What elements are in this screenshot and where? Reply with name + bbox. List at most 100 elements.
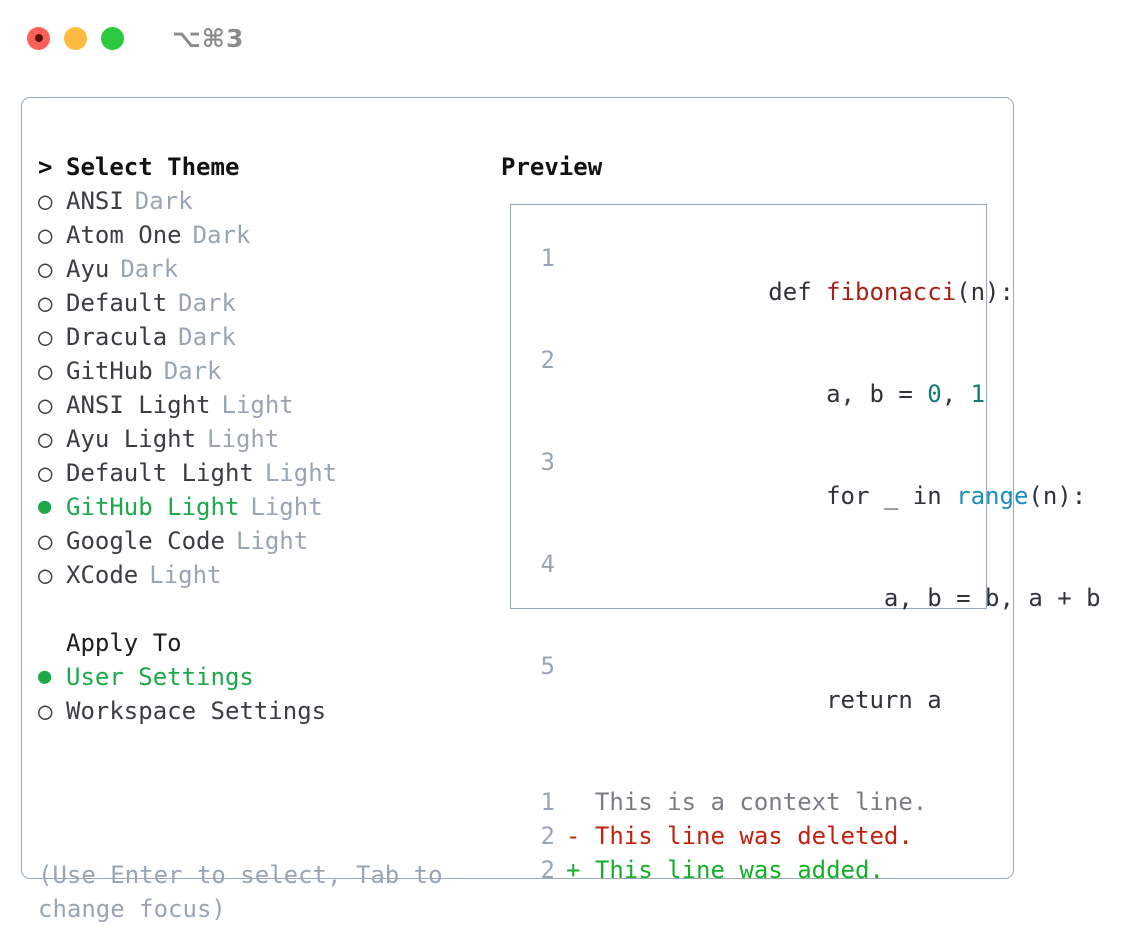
diff-line-text: This is a context line. — [566, 788, 928, 816]
line-number: 3 — [540, 448, 555, 476]
theme-variant-badge: Light — [207, 425, 280, 453]
window-titlebar: ⌥⌘3 — [0, 0, 1140, 76]
radio-unselected-icon[interactable]: ○ — [38, 255, 53, 283]
apply-to-option-label: Workspace Settings — [66, 697, 327, 725]
radio-unselected-icon[interactable]: ○ — [38, 527, 53, 555]
code-token-builtin: range — [956, 482, 1029, 510]
radio-unselected-icon[interactable]: ○ — [38, 221, 53, 249]
theme-option-label: Dracula — [66, 323, 168, 351]
code-line: 3 for _ in range(n): — [529, 445, 1087, 547]
line-number: 1 — [540, 788, 555, 816]
theme-option-github-light-selected[interactable]: ● GitHub Light Light — [38, 490, 498, 524]
code-token-number: 0 — [927, 380, 942, 408]
code-line: 2 a, b = 0, 1 — [529, 343, 986, 445]
theme-option-ayu-light[interactable]: ○ Ayu Light Light — [38, 422, 498, 456]
theme-option-atom-one-dark[interactable]: ○ Atom One Dark — [38, 218, 498, 252]
code-line: 4 a, b = b, a + b — [529, 547, 1101, 649]
line-number: 2 — [540, 346, 555, 374]
radio-unselected-icon[interactable]: ○ — [38, 187, 53, 215]
theme-option-ayu-dark[interactable]: ○ Ayu Dark — [38, 252, 498, 286]
theme-option-label: ANSI Light — [66, 391, 211, 419]
theme-option-google-code-light[interactable]: ○ Google Code Light — [38, 524, 498, 558]
theme-variant-badge: Light — [235, 527, 309, 555]
code-line: 5 return a — [529, 649, 978, 751]
theme-option-label: Default Light — [66, 459, 254, 487]
keyboard-shortcut-label: ⌥⌘3 — [172, 23, 245, 53]
theme-variant-badge: Dark — [178, 323, 236, 351]
radio-selected-icon[interactable]: ● — [38, 494, 52, 519]
radio-unselected-icon[interactable]: ○ — [38, 697, 53, 725]
theme-option-xcode-light[interactable]: ○ XCode Light — [38, 558, 498, 592]
theme-variant-badge: Light — [250, 493, 323, 521]
code-token: (n): — [1028, 482, 1087, 510]
code-line: 1 def fibonacci(n): — [529, 241, 1014, 343]
apply-to-option-label: User Settings — [66, 663, 254, 691]
theme-option-label: Default — [66, 289, 168, 317]
code-token: (n): — [956, 278, 1014, 306]
radio-unselected-icon[interactable]: ○ — [38, 357, 53, 385]
apply-to-user-settings[interactable]: ● User Settings — [38, 660, 498, 694]
theme-option-label: Google Code — [66, 527, 225, 555]
theme-picker-panel: > Select Theme ○ ANSI Dark ○ Atom One Da… — [21, 97, 1101, 923]
radio-unselected-icon[interactable]: ○ — [38, 323, 53, 351]
theme-variant-badge: Dark — [178, 289, 236, 317]
close-button[interactable] — [27, 26, 50, 50]
theme-option-label: ANSI — [66, 187, 124, 215]
diff-line-added: 2 + This line was added. — [529, 853, 978, 887]
theme-variant-badge: Dark — [163, 357, 222, 385]
theme-variant-badge: Dark — [192, 221, 251, 249]
apply-to-group-label: Apply To — [66, 629, 182, 657]
theme-option-ansi-light[interactable]: ○ ANSI Light Light — [38, 388, 498, 422]
code-token: for _ in — [768, 482, 957, 510]
list-gap-divider — [38, 592, 498, 626]
theme-option-github-dark[interactable]: ○ GitHub Dark — [38, 354, 498, 388]
diff-sign-minus: - — [566, 822, 581, 850]
radio-unselected-icon[interactable]: ○ — [38, 561, 53, 589]
theme-list-title: Select Theme — [66, 153, 240, 181]
code-token: , — [941, 380, 971, 408]
radio-unselected-icon[interactable]: ○ — [38, 289, 53, 317]
diff-line-context: 1 This is a context line. — [529, 785, 978, 819]
radio-unselected-icon[interactable]: ○ — [38, 391, 53, 419]
theme-variant-badge: Light — [221, 391, 294, 419]
preview-column: Preview 1 def fibonacci(n): 2 a, b = 0, … — [501, 150, 1101, 884]
theme-option-label: Ayu Light — [66, 425, 197, 453]
line-number: 5 — [540, 652, 555, 680]
line-number: 4 — [540, 550, 555, 578]
theme-option-ansi-dark[interactable]: ○ ANSI Dark — [38, 184, 498, 218]
preview-code-box: 1 def fibonacci(n): 2 a, b = 0, 1 3 — [510, 204, 1101, 884]
diff-line-text: This line was deleted. — [580, 822, 913, 850]
theme-variant-badge: Light — [149, 561, 222, 589]
minimize-button[interactable] — [64, 26, 87, 50]
window-controls — [27, 26, 124, 50]
zoom-button[interactable] — [101, 26, 124, 50]
code-token: return a — [768, 686, 942, 714]
theme-variant-badge: Dark — [134, 187, 193, 215]
theme-variant-badge: Light — [264, 459, 338, 487]
diff-sign-plus: + — [566, 856, 581, 884]
preview-title: Preview — [501, 153, 603, 181]
line-number: 2 — [540, 822, 555, 850]
theme-list-header: > Select Theme — [38, 150, 498, 184]
apply-to-workspace-settings[interactable]: ○ Workspace Settings — [38, 694, 498, 728]
line-number: 1 — [540, 244, 555, 272]
theme-option-label: Atom One — [66, 221, 182, 249]
theme-option-default-dark[interactable]: ○ Default Dark — [38, 286, 498, 320]
code-blank-line — [529, 751, 978, 785]
prompt-caret-icon: > — [38, 153, 53, 181]
code-token: def — [768, 278, 827, 306]
theme-variant-badge: Dark — [120, 255, 179, 283]
radio-selected-icon[interactable]: ● — [38, 664, 52, 689]
code-token-number: 1 — [970, 380, 986, 408]
theme-option-dracula-dark[interactable]: ○ Dracula Dark — [38, 320, 498, 354]
theme-option-label: GitHub — [66, 357, 153, 385]
line-number: 2 — [540, 856, 555, 884]
theme-option-label: XCode — [66, 561, 139, 589]
diff-line-deleted: 2 - This line was deleted. — [529, 819, 978, 853]
diff-line-text: This line was added. — [580, 856, 884, 884]
radio-unselected-icon[interactable]: ○ — [38, 459, 53, 487]
code-token-function: fibonacci — [826, 278, 957, 306]
theme-option-default-light[interactable]: ○ Default Light Light — [38, 456, 498, 490]
radio-unselected-icon[interactable]: ○ — [38, 425, 53, 453]
theme-list-column: > Select Theme ○ ANSI Dark ○ Atom One Da… — [38, 150, 498, 728]
